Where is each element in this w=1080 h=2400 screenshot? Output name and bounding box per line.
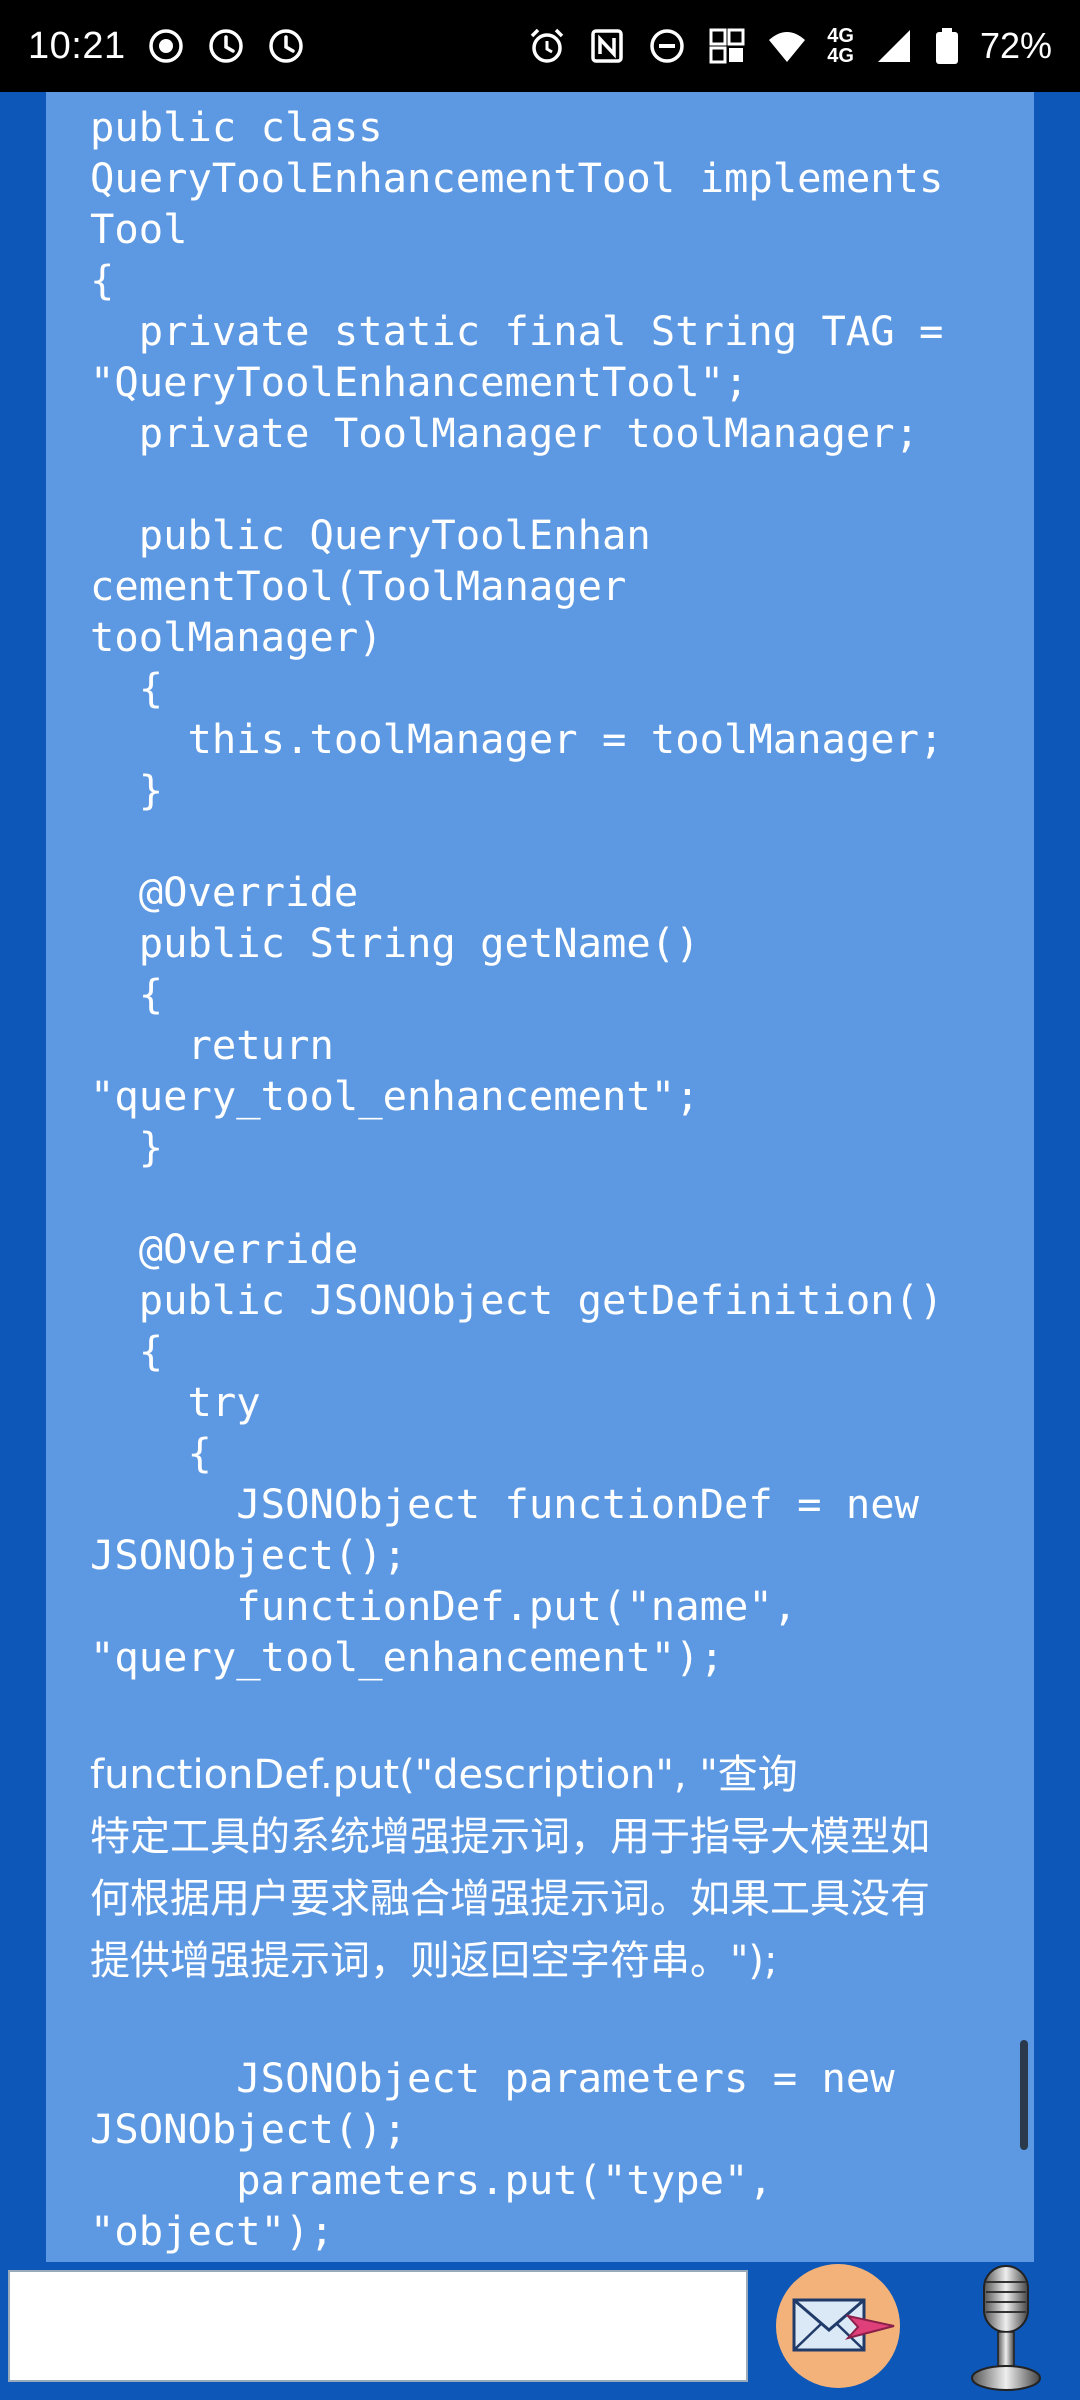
code-line: JSONObject();: [90, 2105, 407, 2153]
send-button[interactable]: [776, 2264, 900, 2388]
message-input[interactable]: [8, 2270, 748, 2382]
code-line: {: [90, 256, 115, 304]
code-line: cementTool(ToolManager: [90, 562, 627, 610]
code-line: return: [90, 1021, 334, 1069]
wifi-icon: [767, 26, 807, 66]
code-line: 何根据用户要求融合增强提示词。如果工具没有: [90, 1876, 930, 1922]
status-right: 4G 4G 72%: [527, 25, 1052, 67]
code-line: parameters.put("type",: [90, 2156, 773, 2204]
code-line: try: [90, 1378, 261, 1426]
bottom-input-bar: [0, 2262, 1080, 2400]
code-line: }: [90, 766, 164, 814]
code-line: this.toolManager = toolManager;: [90, 715, 944, 763]
code-line: QueryToolEnhancementTool implements: [90, 154, 944, 202]
code-line: [90, 816, 1034, 867]
network-type-bottom: 4G: [827, 45, 854, 67]
code-line: JSONObject functionDef = new: [90, 1480, 920, 1528]
code-line: "QueryToolEnhancementTool";: [90, 358, 749, 406]
code-line: public String getName(): [90, 919, 700, 967]
code-line: 提供增强提示词，则返回空字符串。");: [90, 1938, 778, 1984]
code-line: functionDef.put("description", "查询: [90, 1752, 798, 1798]
code-line: public class: [90, 103, 383, 151]
do-not-disturb-icon: [647, 26, 687, 66]
code-line: }: [90, 1123, 164, 1171]
code-line: {: [90, 664, 164, 712]
network-type: 4G 4G: [827, 26, 854, 66]
code-line: {: [90, 1327, 164, 1375]
battery-percent: 72%: [979, 25, 1052, 66]
code-line: parameters.put("properties",: [90, 2257, 1034, 2262]
code-line: public JSONObject getDefinition(): [90, 1276, 944, 1324]
status-bar: 10:21 4G 4G: [0, 0, 1080, 92]
code-line: JSONObject parameters = new: [90, 2054, 895, 2102]
status-time: 10:21: [28, 24, 126, 67]
code-line: [90, 459, 1034, 510]
code-line: public QueryToolEnhan: [90, 511, 651, 559]
code-line: @Override: [90, 1225, 359, 1273]
code-line: {: [90, 970, 164, 1018]
code-line: [90, 1173, 1034, 1224]
screen-record-icon: [146, 26, 186, 66]
clock-icon: [266, 26, 306, 66]
code-line: private static final String TAG =: [90, 307, 944, 355]
data-icon: [707, 26, 747, 66]
code-line: "object");: [90, 2207, 334, 2255]
code-line: functionDef.put("name",: [90, 1582, 798, 1630]
clock-icon: [206, 26, 246, 66]
code-line: @Override: [90, 868, 359, 916]
signal-icon: [874, 26, 914, 66]
code-line: Tool: [90, 205, 188, 253]
code-line: "query_tool_enhancement";: [90, 1072, 700, 1120]
code-line: JSONObject();: [90, 1531, 407, 1579]
status-left: 10:21: [28, 25, 306, 68]
scrollbar-thumb[interactable]: [1020, 2040, 1028, 2150]
code-line: {: [90, 1429, 212, 1477]
code-line: 特定工具的系统增强提示词，用于指导大模型如: [90, 1814, 930, 1860]
code-line: "query_tool_enhancement");: [90, 1633, 724, 1681]
battery-icon: [934, 26, 960, 66]
code-line: [90, 1683, 1034, 1734]
microphone-icon: [971, 2265, 1041, 2391]
network-type-top: 4G: [827, 25, 854, 47]
alarm-icon: [527, 26, 567, 66]
code-line: [90, 2002, 1034, 2053]
code-line: private ToolManager toolManager;: [90, 409, 920, 457]
nfc-icon: [587, 26, 627, 66]
code-line: toolManager): [90, 613, 383, 661]
envelope-icon: [778, 2266, 898, 2386]
microphone-button[interactable]: [956, 2262, 1056, 2396]
